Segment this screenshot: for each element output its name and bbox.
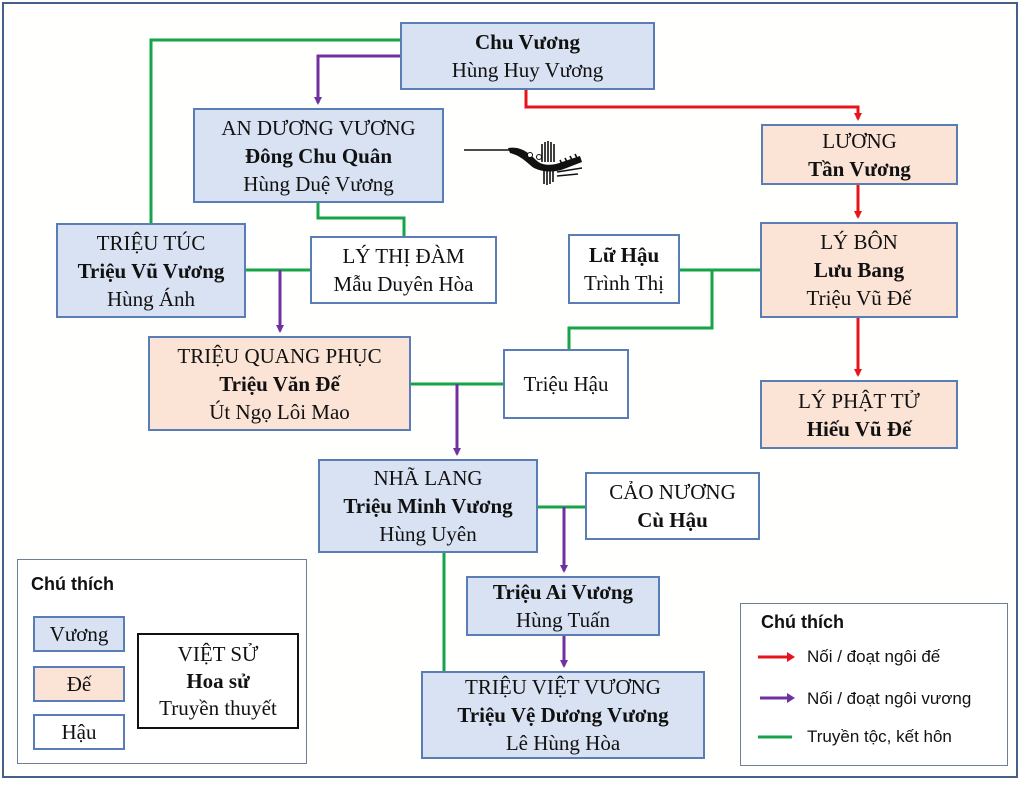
node-ly-thi-dam: LÝ THỊ ĐÀM Mẫu Duyên Hòa [310,236,497,304]
sample-line-hoa-su: Hoa sử [186,668,250,693]
lac-bird-icon [464,141,583,185]
node-line: LÝ PHẬT TỬ [798,388,920,413]
node-line: Hiếu Vũ Đế [806,416,912,441]
node-line: Cù Hậu [637,508,708,532]
legend-label-vuong: Nối / đoạt ngôi vương [807,689,972,708]
node-trieu-viet-vuong: TRIỆU VIỆT VƯƠNG Triệu Vệ Dương Vương Lê H… [421,671,705,759]
node-line: LÝ THỊ ĐÀM [342,244,465,268]
legend-arrow-red-icon [758,652,795,662]
node-line: Trình Thị [584,271,664,295]
legend-title: Chú thích [31,574,114,594]
node-line: Triệu Hậu [523,372,609,396]
node-line: Hùng Tuấn [516,608,610,632]
legend-swatch-vuong: Vương [33,616,125,652]
node-line: TRIỆU TÚC [96,230,206,255]
legend-label-family: Truyền tộc, kết hôn [807,727,952,746]
legend-line-types: Chú thích Nối / đoạt ngôi đế Nối / đoạt … [740,603,1008,766]
node-line: Triệu Vũ Vương [77,258,225,283]
node-line: LƯƠNG [822,128,897,153]
node-line: Út Ngọ Lôi Mao [209,399,350,424]
node-ly-phat-tu: LÝ PHẬT TỬ Hiếu Vũ Đế [760,380,958,449]
legend-arrow-purple-icon [760,693,795,703]
node-luong: LƯƠNG Tần Vương [761,124,958,185]
node-line: Triệu Vũ Đế [806,286,912,310]
node-line: Triệu Minh Vương [343,494,513,518]
node-line: Lữ Hậu [588,243,660,267]
node-line: CẢO NƯƠNG [609,480,736,504]
node-line: Hùng Duệ Vương [243,171,394,196]
node-line: Chu Vương [475,30,580,54]
node-line: NHÃ LANG [373,466,483,490]
legend-line-green-icon [758,735,792,739]
legend-title: Chú thích [761,612,844,632]
node-line: Lê Hùng Hòa [505,731,621,755]
legend-label-de: Nối / đoạt ngôi đế [807,647,941,666]
node-line: LÝ BÔN [820,230,898,254]
node-line: Đông Chu Quân [244,143,393,168]
node-line: Tần Vương [808,156,911,181]
node-line: Hùng Huy Vương [451,58,604,82]
node-line: Lưu Bang [813,258,905,282]
legend-sample-box: VIỆT SỬ Hoa sử Truyền thuyết [137,633,299,729]
node-line: TRIỆU VIỆT VƯƠNG [465,675,661,699]
node-trieu-quang-phuc: TRIỆU QUANG PHỤC Triệu Văn Đế Út Ngọ Lôi M… [148,336,411,431]
node-line: Triệu Vệ Dương Vương [457,703,669,727]
sample-line-viet-su: VIỆT SỬ [177,641,259,666]
node-line: Hùng Ánh [106,286,196,311]
node-line: Triệu Ai Vương [492,580,634,604]
node-line: Hùng Uyên [379,522,477,546]
node-line: AN DƯƠNG VƯƠNG [221,115,416,140]
node-line: Mẫu Duyên Hòa [333,272,474,296]
legend-box-types: Chú thích Vương Đế Hậu VIỆT SỬ Hoa sử Tr… [17,559,307,764]
node-line: Triệu Văn Đế [219,371,340,396]
legend-swatch-de: Đế [33,666,125,702]
node-trieu-hau: Triệu Hậu [503,349,629,419]
legend-swatch-hau: Hậu [33,714,125,750]
node-line: TRIỆU QUANG PHỤC [177,343,382,368]
node-cao-nuong: CẢO NƯƠNG Cù Hậu [585,472,760,540]
sample-line-truyen-thuyet: Truyền thuyết [159,695,277,720]
